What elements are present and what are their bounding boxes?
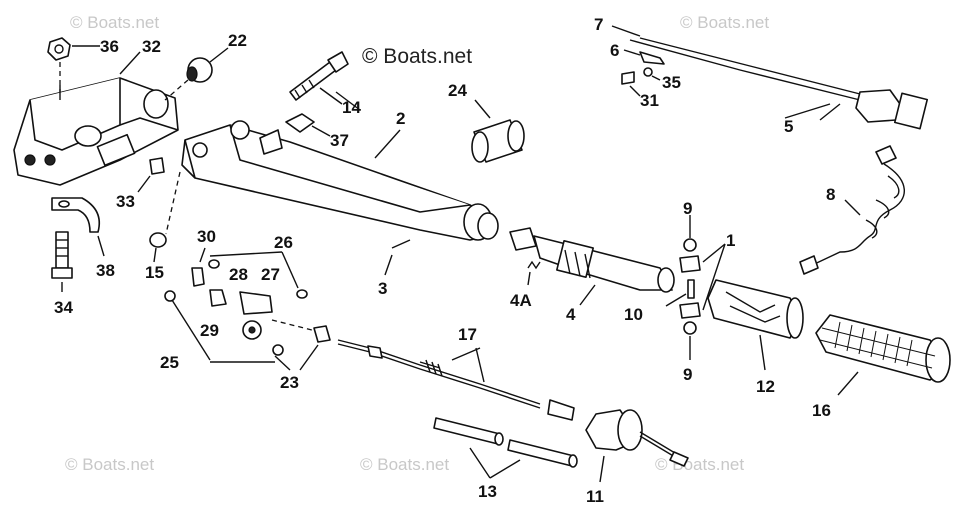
lanyard-part [799, 145, 905, 275]
label-36: 36 [100, 37, 119, 56]
label-7: 7 [594, 15, 603, 34]
label-31: 31 [640, 91, 659, 110]
watermark-bottom-center: © Boats.net [360, 455, 449, 474]
label-32: 32 [142, 37, 161, 56]
cable-tubes-part [433, 417, 578, 479]
label-3: 3 [378, 279, 387, 298]
label-16: 16 [812, 401, 831, 420]
label-17: 17 [458, 325, 477, 344]
bracket-housing-part [13, 77, 179, 186]
throttle-cable-part [337, 339, 575, 421]
clip-part [51, 197, 105, 257]
label-11: 11 [586, 487, 604, 506]
label-28: 28 [229, 265, 248, 284]
throttle-weight-part [585, 409, 689, 483]
label-1: 1 [726, 231, 735, 250]
label-5: 5 [784, 117, 793, 136]
label-34: 34 [54, 298, 73, 317]
label-13: 13 [478, 482, 497, 501]
label-24: 24 [448, 81, 467, 100]
bushing-part [471, 99, 525, 163]
grease-fitting-part [137, 157, 165, 193]
label-8: 8 [826, 185, 835, 204]
label-9-bottom: 9 [683, 365, 692, 384]
shaft-tube-part [509, 227, 675, 306]
cam-set-part [665, 215, 726, 360]
watermark-top-left: © Boats.net [70, 13, 159, 32]
label-27: 27 [261, 265, 280, 284]
bolt-part [51, 231, 73, 292]
nut-part [47, 37, 100, 92]
tiller-arm-part [181, 120, 499, 241]
grip-sleeve-part [707, 279, 804, 371]
spring-clip-part [527, 260, 541, 286]
long-bolt-part [289, 51, 349, 105]
label-4: 4 [566, 305, 576, 324]
label-38: 38 [96, 261, 115, 280]
label-29: 29 [200, 321, 219, 340]
label-26: 26 [274, 233, 293, 252]
label-33: 33 [116, 192, 135, 211]
label-22: 22 [228, 31, 247, 50]
label-15: 15 [145, 263, 164, 282]
label-10: 10 [624, 305, 643, 324]
label-12: 12 [756, 377, 775, 396]
pin-part [384, 239, 411, 276]
label-9-top: 9 [683, 199, 692, 218]
label-6: 6 [610, 41, 619, 60]
label-23: 23 [280, 373, 299, 392]
watermark-top-right: © Boats.net [680, 13, 769, 32]
watermark-bottom-left: © Boats.net [65, 455, 154, 474]
label-30: 30 [197, 227, 216, 246]
small-hardware-part [149, 171, 331, 371]
label-35: 35 [662, 73, 681, 92]
label-2: 2 [396, 109, 405, 128]
leader-lines [119, 51, 831, 119]
plate-part [285, 113, 331, 137]
watermark-main: © Boats.net [362, 45, 472, 68]
label-14: 14 [342, 98, 361, 117]
label-25: 25 [160, 353, 179, 372]
throttle-grip-part [815, 314, 951, 396]
label-4a: 4A [510, 291, 532, 310]
label-37: 37 [330, 131, 349, 150]
watermark-bottom-right: © Boats.net [655, 455, 744, 474]
washer-part [164, 47, 229, 101]
stop-switch-part [611, 25, 929, 130]
